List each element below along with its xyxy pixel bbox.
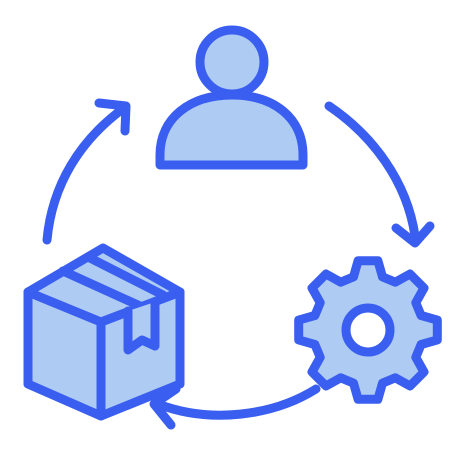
arrow-head-bottom <box>149 384 181 430</box>
user-body <box>155 90 308 170</box>
arrow-head-top-left <box>94 98 131 136</box>
arrow-user-to-gear <box>324 101 420 241</box>
arrow-head-right <box>391 221 435 248</box>
cycle-arrow-icon <box>42 98 435 430</box>
user-icon <box>155 25 308 170</box>
gear-icon <box>294 256 442 404</box>
box-tape-tab <box>123 297 160 355</box>
package-box-icon <box>23 243 185 421</box>
arrow-box-to-user <box>42 103 129 245</box>
gear-hole <box>341 303 395 357</box>
user-head <box>195 25 269 99</box>
arrow-gear-to-box <box>153 384 321 420</box>
box-tape-top <box>58 252 168 311</box>
